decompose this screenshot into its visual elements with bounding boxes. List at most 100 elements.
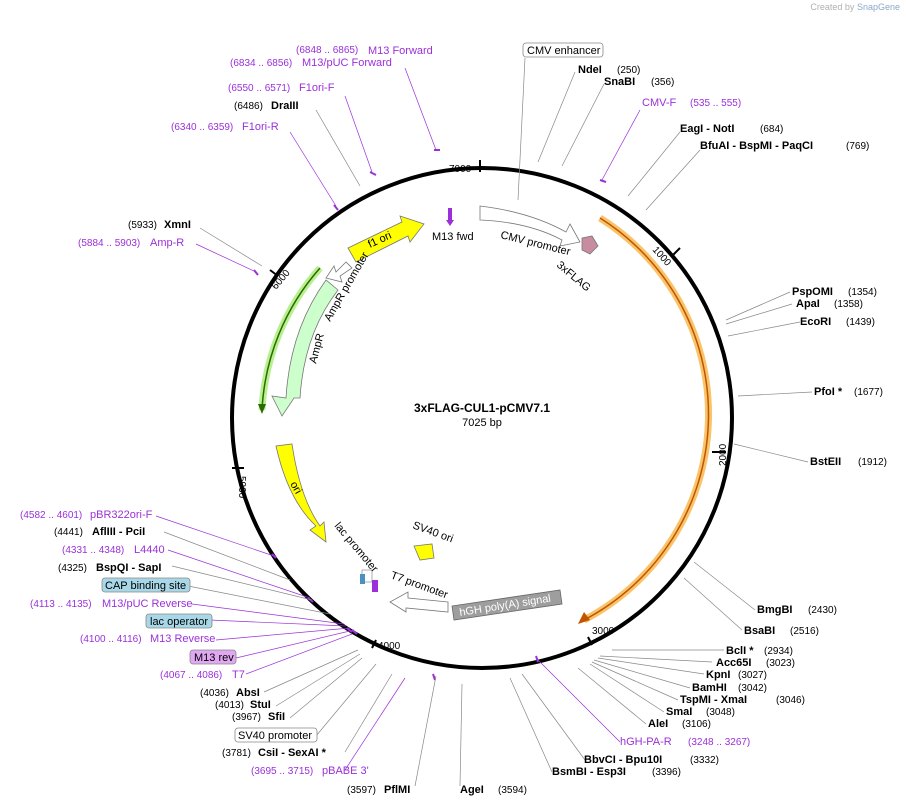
svg-text:(3027): (3027)	[738, 670, 767, 681]
label-agei[interactable]: AgeI (3594)	[460, 784, 527, 796]
svg-text:EagI - NotI: EagI - NotI	[680, 123, 734, 135]
feature-ori[interactable]: ori	[275, 443, 327, 543]
leader-lines	[155, 57, 813, 787]
tick-6000: 6000	[270, 267, 293, 291]
label-bspqi-sapi[interactable]: (4325) BspQI - SapI	[58, 562, 161, 574]
label-bcli[interactable]: BclI * (2934)	[726, 645, 793, 657]
label-kpni[interactable]: KpnI (3027)	[706, 669, 767, 681]
svg-text:NdeI: NdeI	[578, 64, 602, 76]
label-pspomi[interactable]: PspOMI (1354)	[792, 286, 877, 298]
label-tspmi-xmai[interactable]: TspMI - XmaI (3046)	[680, 694, 805, 706]
svg-text:(3042): (3042)	[738, 683, 767, 694]
svg-text:(3695 .. 3715): (3695 .. 3715)	[251, 766, 313, 777]
label-sv40-promoter[interactable]: SV40 promoter	[234, 727, 318, 743]
svg-text:(1439): (1439)	[846, 317, 875, 328]
label-csii-sexai[interactable]: (3781) CsiI - SexAI *	[222, 747, 327, 759]
feature-m13-fwd[interactable]: M13 fwd	[432, 208, 474, 243]
label-alei[interactable]: AleI (3106)	[648, 718, 711, 730]
label-pflmi[interactable]: (3597) PflMI	[347, 784, 410, 796]
svg-text:3xFLAG: 3xFLAG	[554, 259, 593, 294]
label-bsteii[interactable]: BstEII (1912)	[810, 456, 887, 468]
svg-text:F1ori-F: F1ori-F	[299, 82, 335, 94]
feature-lac-promoter[interactable]: lac promoter	[332, 520, 381, 592]
svg-text:(2516): (2516)	[790, 626, 819, 637]
svg-text:M13 fwd: M13 fwd	[432, 231, 474, 243]
svg-text:BsaBI: BsaBI	[744, 625, 775, 637]
svg-text:hGH-PA-R: hGH-PA-R	[620, 736, 672, 748]
label-sfii[interactable]: (3967) SfiI	[232, 711, 285, 723]
feature-sv40-ori[interactable]: SV40 ori	[411, 520, 455, 561]
label-f1ori-r[interactable]: (6340 .. 6359) F1ori-R	[171, 121, 279, 133]
label-apai[interactable]: ApaI (1358)	[796, 298, 863, 310]
tick-2000: 2000	[718, 443, 729, 466]
label-m13-puc-reverse[interactable]: (4113 .. 4135) M13/pUC Reverse	[30, 598, 192, 610]
label-absi[interactable]: (4036) AbsI	[200, 687, 260, 699]
label-cmv-enhancer[interactable]: CMV enhancer	[522, 42, 604, 58]
ampr-arrowhead	[258, 404, 266, 414]
label-bamhi[interactable]: BamHI (3042)	[692, 682, 767, 694]
svg-text:(4036): (4036)	[200, 688, 229, 699]
svg-text:(3396): (3396)	[652, 767, 681, 778]
svg-text:(4100 .. 4116): (4100 .. 4116)	[80, 634, 142, 645]
svg-text:BstEII: BstEII	[810, 456, 841, 468]
svg-text:SnaBI: SnaBI	[604, 76, 635, 88]
svg-text:SV40 ori: SV40 ori	[411, 520, 455, 546]
label-l4440[interactable]: (4331 .. 4348) L4440	[62, 544, 165, 556]
svg-text:L4440: L4440	[134, 544, 165, 556]
svg-text:Acc65I: Acc65I	[716, 657, 751, 669]
label-bbvci[interactable]: BbvCI - Bpu10I (3332)	[584, 754, 719, 766]
label-t7[interactable]: (4067 .. 4086) T7	[160, 669, 245, 681]
svg-text:PfoI *: PfoI *	[814, 386, 843, 398]
label-lac-operator[interactable]: lac operator	[145, 613, 213, 629]
svg-text:BfuAI - BspMI - PaqCI: BfuAI - BspMI - PaqCI	[700, 140, 813, 152]
label-f1ori-f[interactable]: (6550 .. 6571) F1ori-F	[228, 82, 335, 94]
svg-text:(1354): (1354)	[848, 287, 877, 298]
label-hgh-pa-r[interactable]: hGH-PA-R (3248 .. 3267)	[620, 736, 750, 748]
label-m13-puc-forward[interactable]: (6834 .. 6856) M13/pUC Forward	[230, 57, 392, 69]
label-xmni[interactable]: (5933) XmnI	[128, 219, 191, 231]
label-draiii[interactable]: (6486) DraIII	[234, 100, 299, 112]
svg-text:(2934): (2934)	[764, 646, 793, 657]
label-cmv-f[interactable]: CMV-F (535 .. 555)	[642, 97, 741, 109]
label-ndei[interactable]: NdeI (250)	[578, 64, 640, 76]
label-pbabe-3[interactable]: (3695 .. 3715) pBABE 3'	[251, 765, 369, 777]
svg-text:(4331 .. 4348): (4331 .. 4348)	[62, 545, 124, 556]
label-snabi[interactable]: SnaBI (356)	[604, 76, 674, 88]
label-stui[interactable]: (4013) StuI	[215, 699, 271, 711]
label-amp-r[interactable]: (5884 .. 5903) Amp-R	[78, 237, 184, 249]
label-m13-rev[interactable]: M13 rev	[189, 649, 237, 665]
svg-text:(3597): (3597)	[347, 785, 376, 796]
label-ecori[interactable]: EcoRI (1439)	[800, 316, 875, 328]
label-bmgbi[interactable]: BmgBI (2430)	[757, 604, 837, 616]
plasmid-name: 3xFLAG-CUL1-pCMV7.1	[414, 401, 550, 415]
label-smai[interactable]: SmaI (3048)	[666, 706, 735, 718]
svg-text:M13 Forward: M13 Forward	[368, 45, 433, 57]
svg-text:(3106): (3106)	[682, 719, 711, 730]
svg-text:ori: ori	[287, 480, 304, 497]
label-pfoi[interactable]: PfoI * (1677)	[814, 386, 883, 398]
label-afliii-pcii[interactable]: (4441) AflIII - PciI	[54, 526, 145, 538]
label-bfuai[interactable]: BfuAI - BspMI - PaqCI (769)	[700, 140, 869, 152]
label-bsmbi[interactable]: BsmBI - Esp3I (3396)	[552, 766, 681, 778]
label-eagi-noti[interactable]: EagI - NotI (684)	[680, 123, 783, 135]
feature-ampr[interactable]: AmpR	[271, 279, 339, 417]
svg-text:SV40 promoter: SV40 promoter	[238, 730, 312, 742]
svg-text:XmnI: XmnI	[164, 219, 191, 231]
svg-text:T7 promoter: T7 promoter	[389, 570, 450, 602]
label-m13-forward[interactable]: (6848 .. 6865) M13 Forward	[296, 45, 433, 57]
svg-text:BsmBI - Esp3I: BsmBI - Esp3I	[552, 766, 626, 778]
label-pbr322ori-f[interactable]: (4582 .. 4601) pBR322ori-F	[20, 509, 153, 521]
label-m13-reverse[interactable]: (4100 .. 4116) M13 Reverse	[80, 633, 215, 645]
feature-t7-promoter[interactable]: T7 promoter	[389, 570, 450, 613]
feature-cmv-promoter[interactable]: CMV promoter	[479, 205, 581, 258]
svg-text:AleI: AleI	[648, 718, 668, 730]
svg-text:(6550 .. 6571): (6550 .. 6571)	[228, 83, 290, 94]
label-cap-binding-site[interactable]: CAP binding site	[101, 577, 191, 593]
svg-text:(4013): (4013)	[215, 700, 244, 711]
label-acc65i[interactable]: Acc65I (3023)	[716, 657, 795, 669]
svg-text:SmaI: SmaI	[666, 706, 692, 718]
feature-hgh-polya[interactable]: hGH poly(A) signal	[451, 589, 563, 621]
label-bsabi[interactable]: BsaBI (2516)	[744, 625, 819, 637]
svg-text:hGH poly(A) signal: hGH poly(A) signal	[459, 593, 552, 619]
svg-text:SfiI: SfiI	[268, 711, 285, 723]
